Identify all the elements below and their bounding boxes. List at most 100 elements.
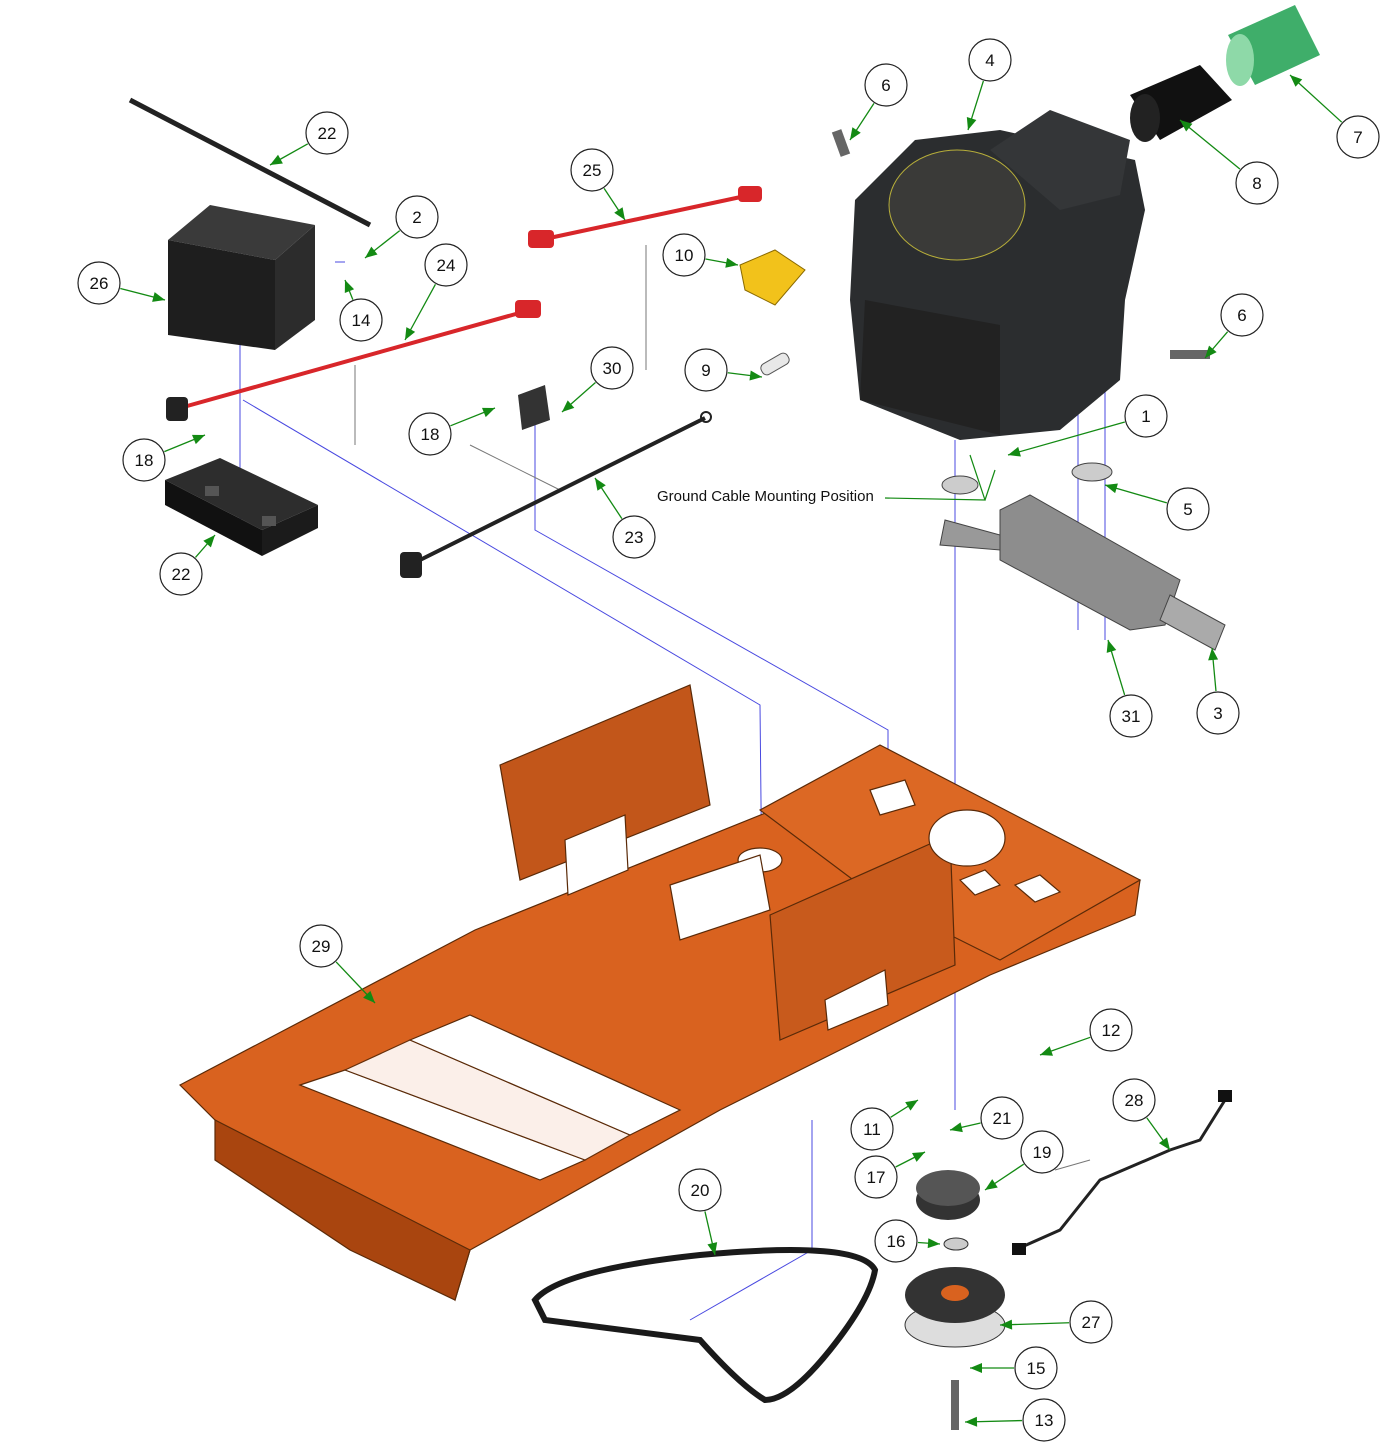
callout-circle <box>1069 1300 1113 1344</box>
callout-number: 29 <box>312 937 331 956</box>
callout-30: 30 <box>590 346 634 390</box>
callout-circle <box>299 924 343 968</box>
callout-circle <box>662 233 706 277</box>
pulley-19 <box>916 1170 980 1220</box>
callout-circle <box>590 346 634 390</box>
callout-number: 23 <box>625 528 644 547</box>
solenoid-30 <box>518 385 550 430</box>
callout-number: 20 <box>691 1181 710 1200</box>
arrowhead-icon <box>365 246 378 258</box>
callout-number: 13 <box>1035 1411 1054 1430</box>
arrowhead-icon <box>1208 648 1219 661</box>
callout-28: 28 <box>1112 1078 1156 1122</box>
arrowhead-icon <box>1158 1137 1170 1150</box>
harness-28 <box>1012 1090 1232 1255</box>
callout-circle <box>1166 487 1210 531</box>
muffler-3 <box>939 494 1226 651</box>
callout-number: 25 <box>583 161 602 180</box>
callout-circle <box>159 552 203 596</box>
callout-6: 6 <box>864 63 908 107</box>
callout-circle <box>1220 293 1264 337</box>
callout-number: 27 <box>1082 1313 1101 1332</box>
callout-circle <box>968 38 1012 82</box>
callout-circle <box>408 412 452 456</box>
arrowhead-icon <box>1106 640 1117 653</box>
positive-cable-24 <box>166 300 541 421</box>
callout-number: 22 <box>172 565 191 584</box>
callout-number: 26 <box>90 274 109 293</box>
callout-circle <box>1014 1346 1058 1390</box>
callout-circle <box>612 515 656 559</box>
leader-line <box>1007 421 1126 456</box>
callout-number: 7 <box>1353 128 1362 147</box>
battery-26 <box>168 205 315 350</box>
callout-18: 18 <box>408 412 452 456</box>
callout-7: 7 <box>1336 115 1380 159</box>
callout-1: 1 <box>1124 394 1168 438</box>
callout-circle <box>395 195 439 239</box>
callout-11: 11 <box>850 1107 894 1151</box>
ground-cable-note: Ground Cable Mounting Position <box>657 488 874 505</box>
callout-number: 14 <box>352 311 371 330</box>
callout-number: 1 <box>1141 407 1150 426</box>
callout-circle <box>1124 394 1168 438</box>
washer-16 <box>943 1237 969 1251</box>
callout-9: 9 <box>684 348 728 392</box>
callout-circle <box>122 438 166 482</box>
callout-number: 3 <box>1213 704 1222 723</box>
callout-circle <box>1089 1008 1133 1052</box>
callout-5: 5 <box>1166 487 1210 531</box>
cable-25 <box>528 186 762 248</box>
arrowhead-icon <box>1180 120 1193 132</box>
callout-circle <box>77 261 121 305</box>
arrowhead-icon <box>363 990 375 1003</box>
arrowhead-icon <box>965 1416 978 1427</box>
callout-circle <box>1235 161 1279 205</box>
callout-number: 6 <box>1237 306 1246 325</box>
callout-19: 19 <box>1020 1130 1064 1174</box>
callout-6: 6 <box>1220 293 1264 337</box>
callout-circle <box>980 1096 1024 1140</box>
callout-21: 21 <box>980 1096 1024 1140</box>
arrowhead-icon <box>927 1238 940 1249</box>
ground-cable-23 <box>400 411 712 578</box>
callout-24: 24 <box>424 243 468 287</box>
callout-number: 24 <box>437 256 456 275</box>
arrowhead-icon <box>985 1179 998 1190</box>
callout-12: 12 <box>1089 1008 1133 1052</box>
callout-17: 17 <box>854 1155 898 1199</box>
callout-number: 10 <box>675 246 694 265</box>
arrowhead-icon <box>970 1363 982 1373</box>
arrowhead-icon <box>749 370 762 381</box>
arrowhead-icon <box>1008 446 1021 457</box>
callout-10: 10 <box>662 233 706 277</box>
spark-plug-6 <box>831 129 851 157</box>
callout-29: 29 <box>299 924 343 968</box>
callout-number: 2 <box>412 208 421 227</box>
arrowhead-icon <box>614 207 625 220</box>
callout-circle <box>424 243 468 287</box>
arrowhead-icon <box>950 1122 963 1133</box>
fuel-filter-9 <box>760 352 790 376</box>
callout-23: 23 <box>612 515 656 559</box>
bolt-13 <box>951 1380 959 1430</box>
callout-circle <box>864 63 908 107</box>
arrowhead-icon <box>405 327 416 340</box>
callout-circle <box>850 1107 894 1151</box>
arrowhead-icon <box>1290 75 1303 87</box>
air-filter-outer-7 <box>1226 5 1320 86</box>
callout-16: 16 <box>874 1219 918 1263</box>
callout-number: 22 <box>318 124 337 143</box>
arrowhead-icon <box>344 280 355 293</box>
callout-number: 11 <box>863 1120 881 1139</box>
callout-number: 6 <box>881 76 890 95</box>
arrowhead-icon <box>595 478 606 491</box>
arrowhead-icon <box>270 154 283 165</box>
arrowhead-icon <box>966 117 977 130</box>
reference-lines <box>354 245 1091 1171</box>
callout-18: 18 <box>122 438 166 482</box>
arrowhead-icon <box>562 400 575 412</box>
callout-20: 20 <box>678 1168 722 1212</box>
callout-4: 4 <box>968 38 1012 82</box>
